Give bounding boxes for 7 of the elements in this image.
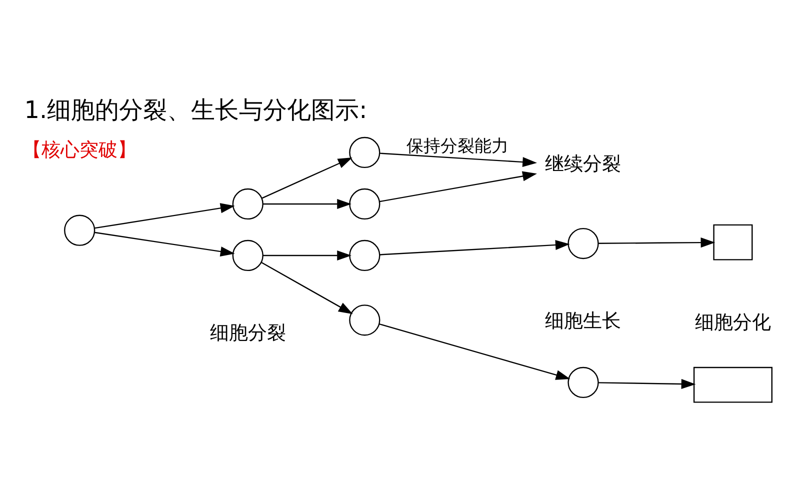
label: 细胞生长 <box>545 308 622 332</box>
label: 【核心突破】 <box>22 137 137 160</box>
edge-label: 保持分裂能力 <box>406 135 508 156</box>
node-text: 继续分裂 <box>545 152 622 175</box>
diagram-title: 1.细胞的分裂、生长与分化图示: <box>24 95 368 124</box>
label: 细胞分化 <box>694 310 771 333</box>
label: 细胞分裂 <box>210 320 286 344</box>
